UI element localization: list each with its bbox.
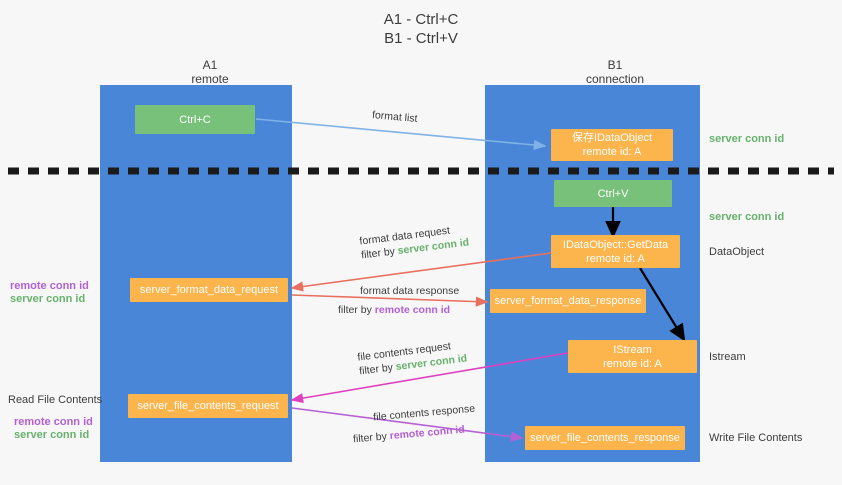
filter-prefix: filter by [338, 304, 375, 316]
page-title: A1 - Ctrl+C B1 - Ctrl+V [0, 10, 842, 48]
node-server-format-data-request-label: server_format_data_request [139, 284, 279, 296]
node-ctrl-c[interactable]: Ctrl+C [135, 105, 255, 134]
node-idataobject-getdata[interactable]: IDataObject::GetData remote id: A [551, 235, 680, 268]
edge-label-format-list: format list [371, 108, 418, 126]
node-server-file-contents-request-label: server_file_contents_request [137, 400, 279, 412]
filter-prefix: filter by [360, 245, 399, 262]
node-save-idataobject[interactable]: 保存IDataObject remote id: A [551, 129, 673, 161]
note-server-conn-id-top: server conn id [709, 133, 785, 145]
node-save-idataobject-line1: 保存IDataObject [571, 132, 653, 144]
note-server-conn-id-mid: server conn id [10, 293, 86, 305]
edge-label-file-contents-request: file contents request filter by server c… [357, 337, 468, 378]
column-header-b1: B1 connection [520, 58, 710, 86]
note-dataobject: DataObject [709, 246, 765, 258]
column-header-a1: A1 remote [130, 58, 290, 86]
note-read-file-contents: Read File Contents [8, 394, 103, 406]
note-remote-conn-id-low: remote conn id [14, 416, 93, 428]
node-istream-line1: IStream [613, 343, 652, 356]
node-server-file-contents-response-label: server_file_contents_response [530, 432, 680, 444]
filter-value-remote-conn-id: remote conn id [374, 304, 451, 316]
node-getdata-line1: IDataObject::GetData [562, 238, 669, 251]
node-save-idataobject-line2: remote id: A [582, 146, 642, 158]
note-remote-conn-id-mid: remote conn id [10, 280, 89, 292]
filter-prefix: filter by [358, 361, 397, 378]
node-server-file-contents-response[interactable]: server_file_contents_response [525, 426, 685, 450]
node-server-file-contents-request[interactable]: server_file_contents_request [128, 394, 288, 418]
node-server-format-data-response-label: server_format_data_response [494, 295, 642, 307]
note-write-file-contents: Write File Contents [709, 432, 803, 444]
edge-label-format-list-text: format list [371, 109, 418, 125]
node-server-format-data-response[interactable]: server_format_data_response [490, 289, 646, 313]
node-server-format-data-request[interactable]: server_format_data_request [130, 278, 288, 302]
edge-label-format-data-response-filter: filter by remote conn id [338, 298, 459, 317]
title-line-2: B1 - Ctrl+V [384, 30, 458, 47]
column-header-a1-subtitle: remote [191, 72, 229, 86]
node-getdata-line2: remote id: A [586, 252, 645, 265]
note-server-conn-id-second: server conn id [709, 211, 785, 223]
filter-value-remote-conn-id: remote conn id [389, 423, 466, 443]
note-server-conn-id-low: server conn id [14, 429, 90, 441]
filter-prefix: filter by [352, 430, 391, 446]
column-header-a1-title: A1 [202, 58, 218, 72]
note-istream: Istream [709, 351, 746, 363]
column-header-b1-title: B1 [607, 58, 623, 72]
node-ctrl-v[interactable]: Ctrl+V [554, 180, 672, 207]
edge-label-format-data-response-text: format data response [360, 285, 460, 297]
node-istream[interactable]: IStream remote id: A [568, 340, 697, 373]
node-istream-line2: remote id: A [603, 357, 662, 370]
title-line-1: A1 - Ctrl+C [383, 11, 459, 28]
column-header-b1-subtitle: connection [585, 72, 645, 86]
edge-label-file-contents-response: file contents response filter by remote … [351, 402, 478, 447]
edge-label-format-data-response: format data response filter by remote co… [338, 284, 459, 317]
node-ctrl-c-label: Ctrl+C [179, 113, 211, 126]
edge-label-format-data-request: format data request filter by server con… [359, 221, 470, 262]
node-ctrl-v-label: Ctrl+V [597, 187, 629, 200]
